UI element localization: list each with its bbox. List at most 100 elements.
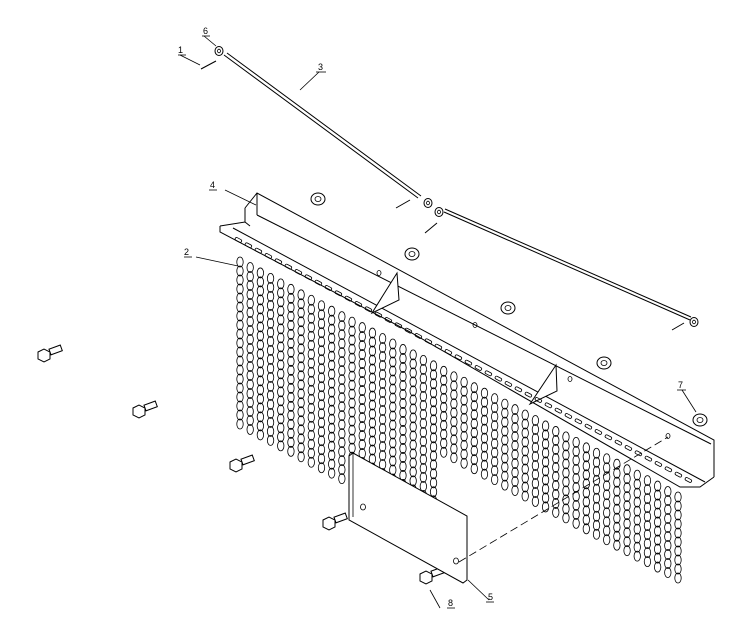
chain-link [266,281,275,293]
chain-link [582,460,590,472]
chain-link [623,518,631,530]
chain-link [297,442,305,454]
chain-link [338,455,346,467]
chain-link [297,388,305,400]
chain-link [256,402,264,414]
chain-link [328,431,336,443]
chain-link [379,369,387,380]
callout-7: 7 [678,380,683,390]
chain-link [379,342,387,353]
chain-link [572,445,580,457]
chain-link [338,446,346,458]
chain-link [348,361,356,373]
bracket-slot [314,279,323,286]
chain-link [541,492,550,504]
chain-link [368,435,377,447]
chain-link [470,436,478,448]
chain-link [358,331,366,342]
chain-link [409,385,417,397]
chain-link [348,343,356,355]
chain-link [674,491,682,503]
chain-link [236,292,244,304]
chain-link [429,432,438,444]
chain-link [541,501,550,513]
chain-link [317,390,326,402]
chain-link [389,401,397,413]
chain-link [460,457,468,469]
chain-link [582,487,590,499]
chain-link [246,298,254,309]
chain-link [338,374,346,386]
chain-link [379,405,387,416]
chain-link [368,399,377,411]
chain-link [419,363,427,375]
chain-link [399,452,407,463]
chain-link [592,501,601,513]
chain-link [440,365,448,377]
angle-bracket [219,192,715,488]
chain-link [491,474,499,486]
chain-link [664,558,672,569]
chain-link [317,309,326,321]
chain-link [307,348,315,360]
bracket-slot [524,391,533,398]
chain-link [297,316,305,328]
chain-link [419,444,427,456]
chain-link [287,400,295,412]
chain-link [470,400,478,412]
chain-link [429,459,438,471]
chain-link [521,463,529,475]
chain-link [419,462,427,474]
bracket-slot [674,471,683,478]
chain-link [429,486,438,498]
chain-link [450,371,458,383]
bracket-slot [584,423,593,430]
chain-link [491,411,499,423]
bracket-slot [394,322,403,329]
chain-link [450,389,458,401]
chain-link [429,387,438,399]
chain-link [328,368,336,380]
chain-link [256,339,264,351]
chain-strand [470,382,478,475]
chain-link [603,498,611,510]
chain-link [531,424,539,435]
chain-link [368,336,377,348]
chain-link [389,455,397,467]
chain-link [419,417,427,429]
chain-link [389,356,397,368]
chain-link [582,514,590,526]
chain-link [317,462,326,474]
bracket-slot [534,397,543,403]
chain-link [379,414,387,425]
chain-link [256,348,264,360]
chain-link [419,435,427,447]
chain-link [317,354,326,366]
chain-link [603,534,611,546]
chain-link [501,407,509,419]
chain-link [317,399,326,411]
chain-link [674,563,682,575]
chain-link [358,421,366,432]
callout-5: 5 [488,592,493,602]
chain-link [654,516,662,528]
chain-link [562,512,570,524]
bracket-slot [254,247,263,254]
chain-link [368,327,377,339]
bracket-slot [654,461,663,467]
washer-top [214,46,224,56]
chain-link [399,461,407,472]
chain-link [358,367,366,378]
chain-link [592,519,601,531]
chain-link [511,413,519,424]
chain-link [256,285,264,297]
cotter-pin-mid-a [395,199,411,209]
chain-link [379,351,387,362]
alignment-line [458,436,669,563]
chain-link [623,545,631,557]
chain-link [287,427,295,439]
chain-link [358,394,366,405]
chain-link [460,403,468,415]
chain-link [256,357,264,369]
chain-link [287,292,295,304]
